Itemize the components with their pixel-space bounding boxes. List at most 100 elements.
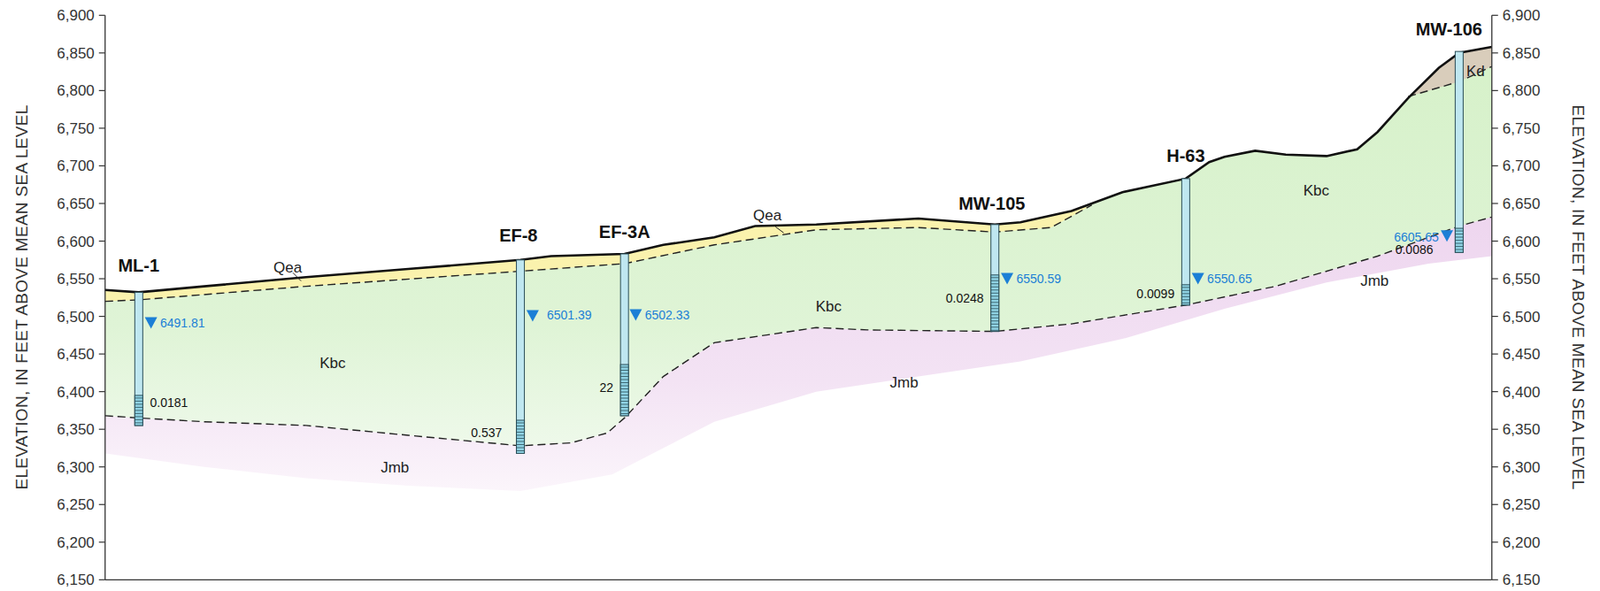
tick-mark — [99, 429, 106, 431]
unit-label: Jmb — [1360, 272, 1389, 288]
tick-label: 6,700 — [56, 158, 95, 174]
screen-slot — [1454, 233, 1463, 235]
tick-label: 6,900 — [1502, 7, 1541, 24]
well-screen — [1454, 228, 1463, 253]
screen-slot — [134, 413, 143, 415]
screen-slot — [991, 317, 1000, 319]
unit-label: Qea — [753, 207, 782, 223]
tick-label: 6,600 — [56, 233, 95, 249]
well-name: ML-1 — [117, 256, 160, 275]
screen-slot — [991, 305, 1000, 307]
water-level-value: 6550.59 — [1015, 272, 1062, 285]
well-screen — [1181, 284, 1190, 306]
water-level-value: 6605.65 — [1393, 230, 1439, 244]
well-name: EF-3A — [599, 223, 651, 241]
screen-slot — [620, 369, 629, 371]
tick-mark — [1492, 277, 1499, 279]
tick-mark — [1492, 165, 1499, 167]
tick-mark — [1492, 541, 1499, 543]
tick-mark — [1492, 240, 1499, 242]
screen-slot — [1181, 299, 1190, 300]
tick-label: 6,850 — [1502, 45, 1541, 61]
tick-mark — [1492, 52, 1499, 54]
water-level-symbol — [145, 317, 158, 330]
screen-slot — [620, 394, 629, 396]
leader-line — [775, 226, 784, 233]
screen-slot — [620, 379, 629, 381]
screen-slot — [1181, 290, 1190, 292]
tick-mark — [1492, 315, 1499, 317]
screen-slot — [620, 392, 629, 393]
well-screen — [620, 364, 629, 416]
screen-slot — [134, 403, 143, 405]
tick-mark — [1492, 90, 1499, 92]
screen-value: 0.0086 — [1395, 243, 1434, 256]
well-casing — [516, 260, 525, 454]
tick-label: 6,500 — [1502, 308, 1541, 324]
screen-slot — [516, 428, 525, 430]
well-casing — [620, 253, 629, 416]
screen-slot — [516, 425, 525, 427]
unit-label: Jmb — [890, 374, 919, 390]
screen-value: 0.537 — [470, 426, 502, 439]
well-name: H-63 — [1166, 146, 1205, 165]
screen-slot — [991, 295, 1000, 297]
tick-mark — [99, 315, 106, 317]
screen-slot — [620, 373, 629, 375]
screen-slot — [516, 444, 525, 446]
screen-slot — [1454, 239, 1463, 241]
well-casing — [1181, 178, 1190, 306]
screen-slot — [620, 388, 629, 390]
tick-mark — [99, 52, 106, 54]
water-level-symbol — [1440, 230, 1454, 242]
tick-label: 6,350 — [56, 422, 95, 438]
tick-mark — [1492, 353, 1499, 355]
screen-slot — [991, 286, 1000, 288]
well-name: MW-105 — [958, 194, 1025, 213]
tick-mark — [99, 466, 106, 468]
tick-label: 6,700 — [1502, 158, 1541, 174]
screen-slot — [991, 283, 1000, 285]
tick-mark — [99, 353, 106, 355]
tick-mark — [1492, 202, 1499, 204]
tick-mark — [99, 127, 106, 129]
axis-title: ELEVATION, IN FEET ABOVE MEAN SEA LEVEL — [1569, 105, 1587, 491]
kbc-unit — [105, 46, 1493, 447]
screen-slot — [620, 385, 629, 387]
screen-slot — [620, 407, 629, 408]
screen-slot — [1454, 249, 1463, 251]
land-surface — [105, 46, 1493, 293]
well-casing — [1454, 51, 1463, 253]
tick-label: 6,650 — [56, 196, 95, 212]
screen-slot — [991, 301, 1000, 303]
screen-slot — [516, 434, 525, 436]
screen-slot — [134, 407, 143, 408]
screen-slot — [991, 326, 1000, 328]
tick-label: 6,250 — [1502, 497, 1541, 513]
tick-label: 6,900 — [56, 7, 95, 24]
screen-slot — [991, 292, 1000, 294]
tick-label: 6,300 — [56, 459, 95, 475]
axis-line — [105, 579, 1493, 581]
screen-slot — [1181, 302, 1190, 304]
tick-mark — [99, 15, 106, 16]
tick-mark — [1492, 466, 1499, 468]
well-screen — [516, 420, 525, 454]
tick-mark — [1492, 391, 1499, 393]
screen-slot — [1454, 230, 1463, 232]
tick-mark — [99, 165, 106, 167]
screen-slot — [1181, 296, 1190, 298]
screen-value: 22 — [599, 381, 614, 394]
screen-slot — [991, 299, 1000, 300]
screen-slot — [620, 382, 629, 384]
screen-value: 0.0248 — [946, 292, 985, 305]
water-level-symbol — [1000, 273, 1014, 285]
screen-slot — [1181, 286, 1190, 288]
water-level-value: 6501.39 — [546, 308, 593, 322]
kd-unit — [1407, 46, 1493, 99]
screen-slot — [620, 410, 629, 412]
screen-slot — [134, 400, 143, 402]
well-name: MW-106 — [1415, 20, 1483, 39]
well-screen — [991, 275, 1000, 332]
